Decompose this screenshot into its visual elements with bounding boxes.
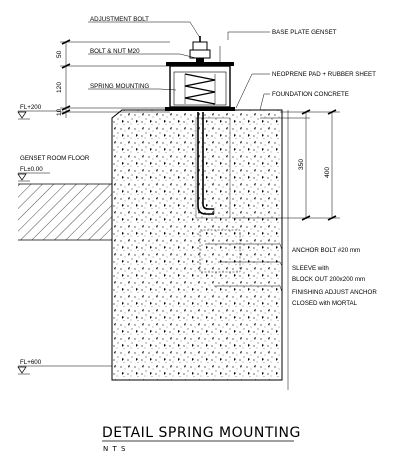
anchor-bolt xyxy=(197,112,215,215)
level-marker-fl200 xyxy=(17,110,60,120)
label-base-plate: BASE PLATE GENSET xyxy=(272,29,337,36)
label-spring-mounting: SPRING MOUNTING xyxy=(90,83,149,90)
dim-120: 120 xyxy=(56,82,63,93)
label-closed: CLOSED with MORTAL xyxy=(292,300,358,307)
dim-10: 10 xyxy=(56,108,63,116)
dim-400: 400 xyxy=(324,167,331,178)
label-bolt-nut: BOLT & NUT M20 xyxy=(90,48,140,55)
level-text-fl200: FL+200 xyxy=(20,104,42,111)
spring-mounting-assembly xyxy=(165,36,235,111)
label-adjustment-bolt: ADJUSTMENT BOLT xyxy=(90,16,149,23)
foundation-concrete-block xyxy=(111,109,283,381)
left-dimension-chain xyxy=(60,39,170,118)
label-anchor-bolt: ANCHOR BOLT #20 mm xyxy=(292,247,360,254)
label-neoprene: NEOPRENE PAD + RUBBER SHEET xyxy=(272,71,376,78)
dim-50: 50 xyxy=(56,50,63,58)
right-dimension-chain xyxy=(232,109,340,221)
label-foundation: FOUNDATION CONCRETE xyxy=(272,91,349,98)
label-block-out: BLOCK OUT 200x200 mm xyxy=(292,276,365,283)
dim-350: 350 xyxy=(298,159,305,170)
drawing-scale: N T S xyxy=(103,445,126,453)
genset-room-floor-slab xyxy=(18,183,113,241)
drawing-title: DETAIL SPRING MOUNTING xyxy=(102,425,301,441)
label-genset-floor: GENSET ROOM FLOOR xyxy=(20,155,90,162)
level-text-fl600: FL+600 xyxy=(20,359,42,366)
label-finishing: FINISHING ADJUST ANCHOR xyxy=(292,289,377,296)
leader-lines xyxy=(88,21,283,293)
level-text-fl000: FL±0.00 xyxy=(20,166,43,173)
level-marker-fl000 xyxy=(17,172,50,182)
label-sleeve: SLEEVE with xyxy=(292,265,329,272)
level-marker-fl600 xyxy=(17,365,112,375)
